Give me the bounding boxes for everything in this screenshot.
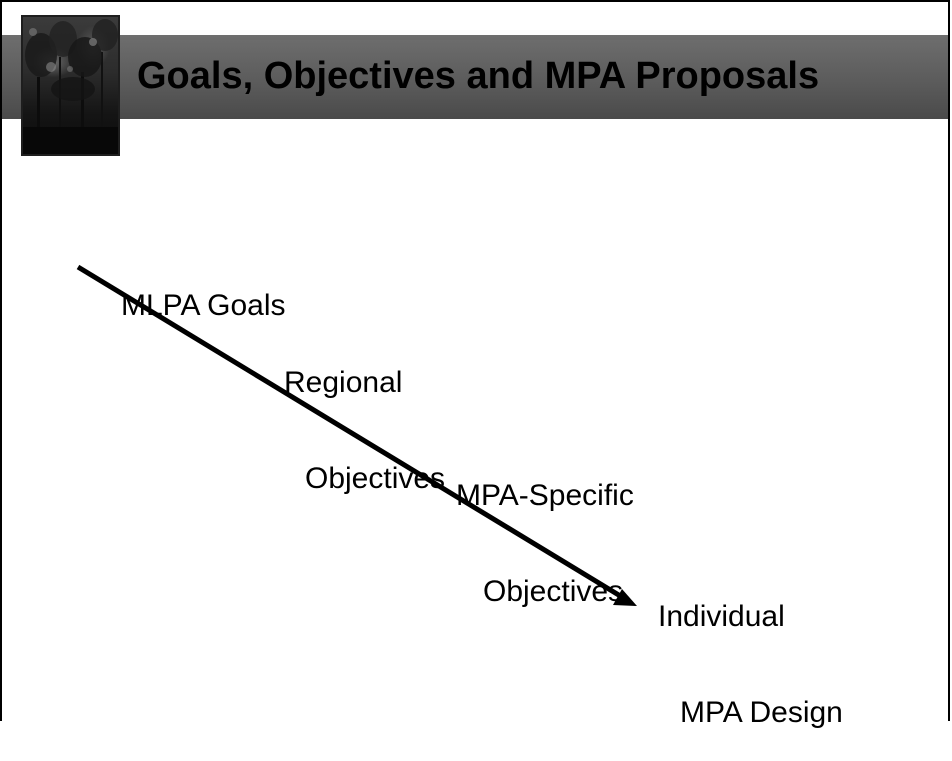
- stage-line: Objectives: [305, 462, 446, 495]
- slide-frame: [0, 0, 950, 721]
- stage-line: MPA-Specific: [456, 479, 634, 512]
- title-band: [2, 35, 948, 119]
- stage-mpa-specific-objectives: MPA-Specific Objectives: [456, 416, 634, 640]
- stage-line: Individual: [658, 600, 785, 633]
- forest-photo-icon: [21, 15, 120, 156]
- stage-mlpa-goals: MLPA Goals: [121, 226, 286, 354]
- stage-line: Regional: [284, 366, 403, 399]
- stage-line: MLPA Goals: [121, 289, 286, 322]
- stage-regional-objectives: Regional Objectives: [284, 303, 445, 527]
- stage-line: MPA Design: [680, 696, 843, 729]
- diagonal-arrow-icon: [76, 264, 637, 606]
- slide-title: Goals, Objectives and MPA Proposals: [137, 55, 820, 97]
- stage-line: Objectives: [483, 575, 624, 608]
- stage-individual-mpa-design: Individual MPA Design: [658, 537, 843, 761]
